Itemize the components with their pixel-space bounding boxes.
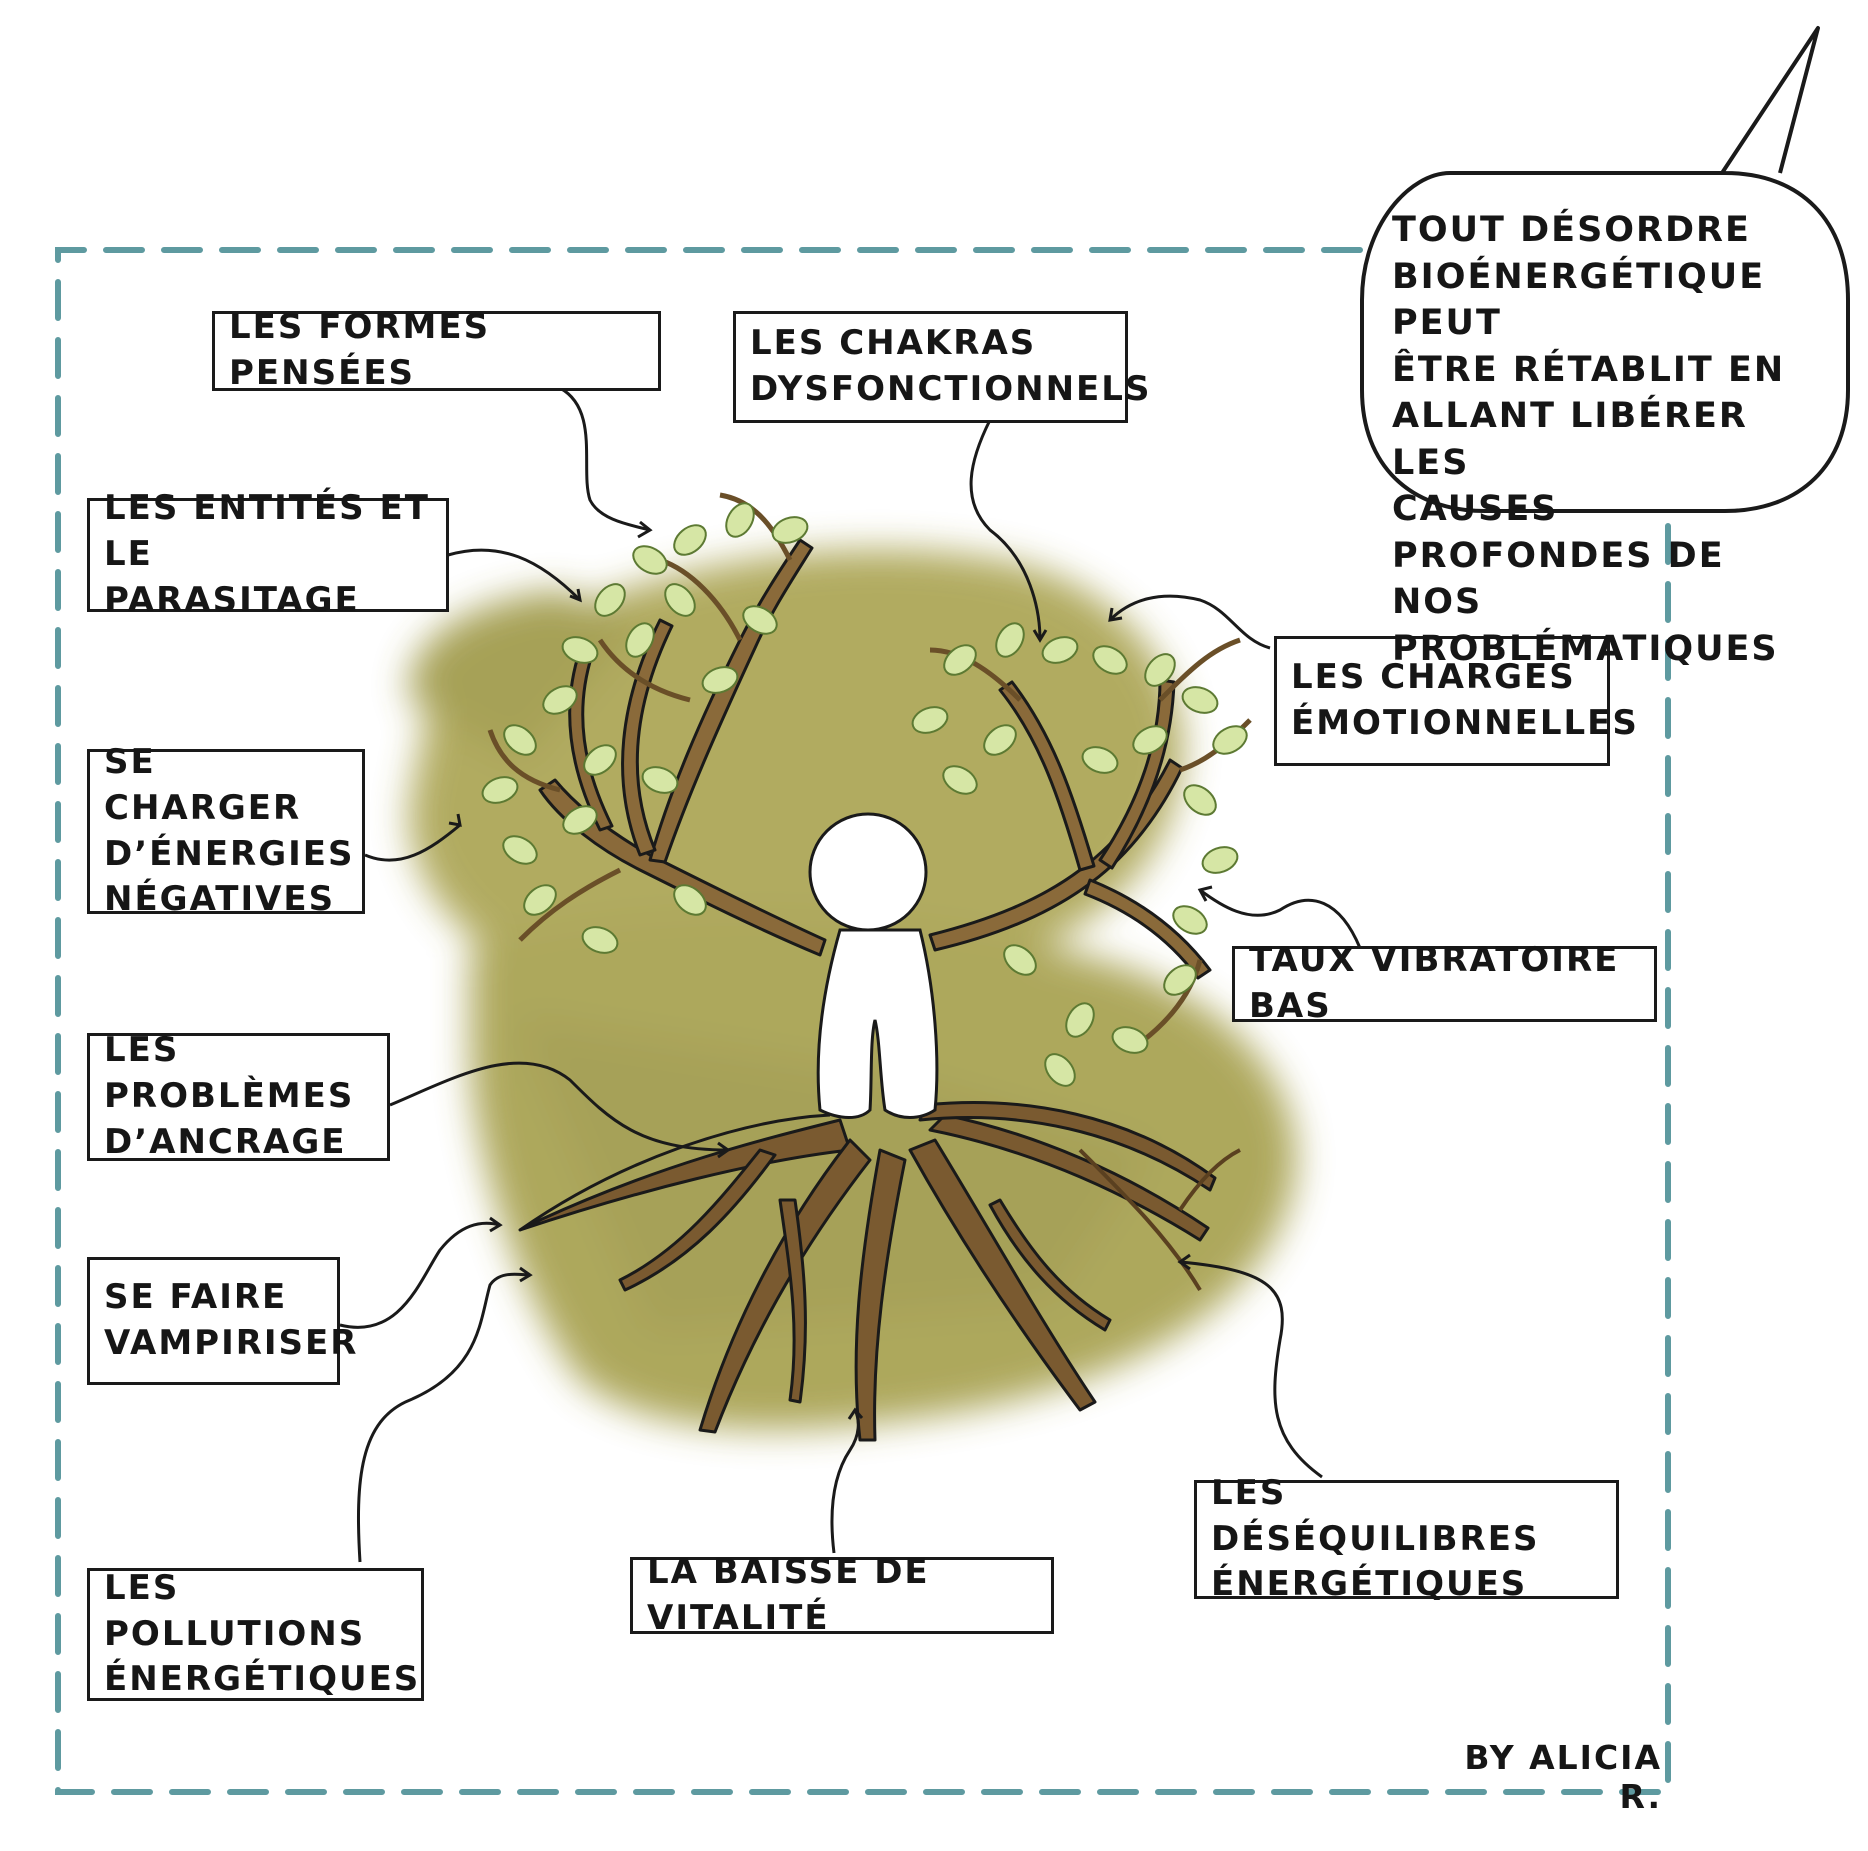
label-ancrage: LES PROBLÈMES D’ANCRAGE	[87, 1030, 390, 1162]
label-vampiriser-text: SE FAIRE VAMPIRISER	[104, 1277, 359, 1363]
label-vitalite-text: LA BAISSE DE VITALITÉ	[647, 1551, 930, 1638]
roots	[518, 1101, 1241, 1442]
label-entites-text: LES ENTITÉS ET LE PARASITAGE	[104, 488, 430, 620]
speech-bubble-text: TOUT DÉSORDRE BIOÉNERGÉTIQUE PEUT ÊTRE R…	[1392, 210, 1786, 669]
label-charges-emotionnelles-text: LES CHARGES ÉMOTIONNELLES	[1291, 657, 1639, 743]
speech-bubble-shape	[1360, 26, 1850, 513]
label-pollutions-text: LES POLLUTIONS ÉNERGÉTIQUES	[104, 1567, 421, 1700]
branches	[487, 492, 1252, 1053]
label-vampiriser: SE FAIRE VAMPIRISER	[87, 1257, 356, 1385]
label-entites: LES ENTITÉS ET LE PARASITAGE	[87, 488, 449, 620]
label-taux-vibratoire-text: TAUX VIBRATOIRE BAS	[1249, 940, 1620, 1026]
label-pollutions: LES POLLUTIONS ÉNERGÉTIQUES	[87, 1568, 424, 1701]
label-taux-vibratoire: TAUX VIBRATOIRE BAS	[1232, 940, 1657, 1026]
person-figure	[808, 812, 939, 1119]
label-ancrage-text: LES PROBLÈMES D’ANCRAGE	[104, 1030, 355, 1162]
label-energies-negatives-text: SE CHARGER D’ÉNERGIES NÉGATIVES	[104, 741, 355, 920]
connector-arrows	[339, 386, 1362, 1563]
signature: BY ALICIA R.	[1464, 1738, 1662, 1816]
label-desequilibres-text: LES DÉSÉQUILIBRES ÉNERGÉTIQUES	[1211, 1472, 1540, 1605]
leaves	[481, 502, 1248, 1087]
label-formes-pensees: LES FORMES PENSÉES	[212, 307, 661, 393]
label-vitalite: LA BAISSE DE VITALITÉ	[630, 1552, 1054, 1638]
label-charges-emotionnelles: LES CHARGES ÉMOTIONNELLES	[1274, 636, 1637, 766]
label-energies-negatives: SE CHARGER D’ÉNERGIES NÉGATIVES	[87, 742, 365, 919]
speech-bubble: TOUT DÉSORDRE BIOÉNERGÉTIQUE PEUT ÊTRE R…	[1362, 173, 1847, 669]
label-formes-pensees-text: LES FORMES PENSÉES	[229, 307, 491, 393]
dashed-frame	[55, 247, 1671, 1795]
label-desequilibres: LES DÉSÉQUILIBRES ÉNERGÉTIQUES	[1194, 1473, 1619, 1604]
label-chakras-text: LES CHAKRAS DYSFONCTIONNELS	[750, 323, 1152, 409]
label-chakras: LES CHAKRAS DYSFONCTIONNELS	[733, 311, 1149, 423]
